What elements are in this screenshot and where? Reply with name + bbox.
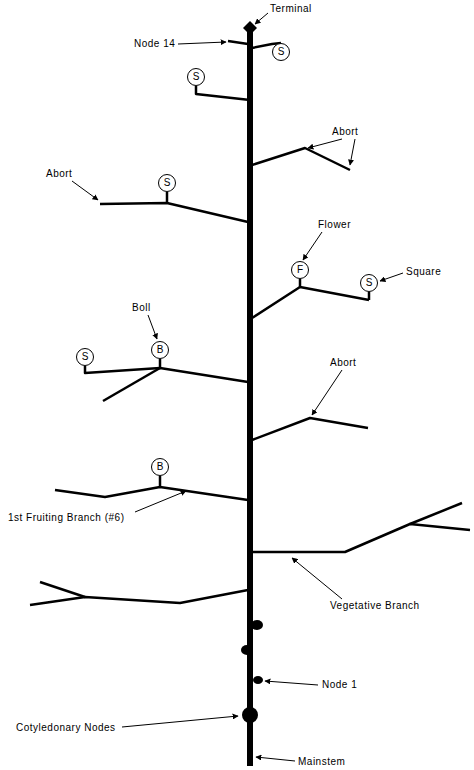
part-label: Vegetative Branch	[330, 600, 420, 612]
part-label: Boll	[132, 302, 151, 314]
organ-letter: S	[193, 72, 200, 82]
part-label: Node 14	[134, 38, 175, 50]
part-label: Abort	[332, 126, 358, 138]
organ-letter: S	[164, 178, 171, 188]
organ-circle: B	[151, 458, 169, 476]
organ-circle: S	[158, 174, 176, 192]
part-label: Flower	[318, 219, 351, 231]
organ-letter: B	[157, 345, 164, 355]
cotyledonary-node	[242, 707, 258, 723]
organ-circle: B	[151, 341, 169, 359]
organ-letter: S	[278, 47, 285, 57]
organ-circle: S	[272, 43, 290, 61]
part-label: Cotyledonary Nodes	[16, 722, 116, 734]
part-label: Terminal	[270, 3, 312, 15]
leader-lines	[72, 13, 403, 761]
organ-circle: F	[291, 261, 309, 279]
organ-circle: S	[360, 274, 378, 292]
part-label: Square	[406, 266, 441, 278]
organ-letter: S	[82, 352, 89, 362]
part-label: Mainstem	[298, 756, 345, 768]
organ-letter: S	[366, 278, 373, 288]
part-label: Abort	[330, 357, 356, 369]
mainstem	[247, 30, 253, 766]
organ-circle: S	[76, 348, 94, 366]
organ-letter: B	[157, 462, 164, 472]
part-label: Node 1	[322, 679, 357, 691]
organ-circle: S	[187, 68, 205, 86]
part-label: Abort	[46, 168, 72, 180]
part-label: 1st Fruiting Branch (#6)	[8, 512, 125, 524]
organ-letter: F	[297, 265, 303, 275]
terminal-bud	[243, 21, 257, 35]
